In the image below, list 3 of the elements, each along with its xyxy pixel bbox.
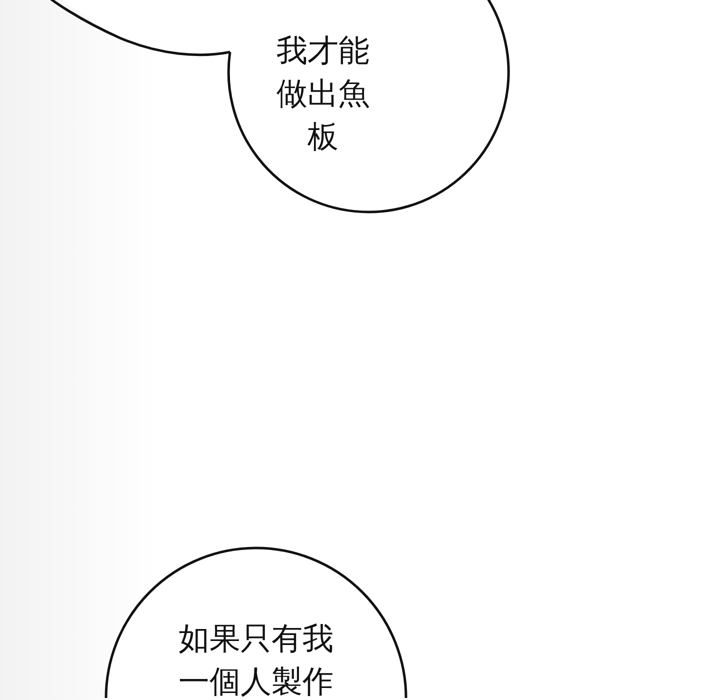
speech-text: 如果只有我一個人製作: [177, 620, 334, 700]
speech-bubble: [104, 546, 410, 700]
speech-text: 我才能做出魚板: [275, 32, 370, 157]
